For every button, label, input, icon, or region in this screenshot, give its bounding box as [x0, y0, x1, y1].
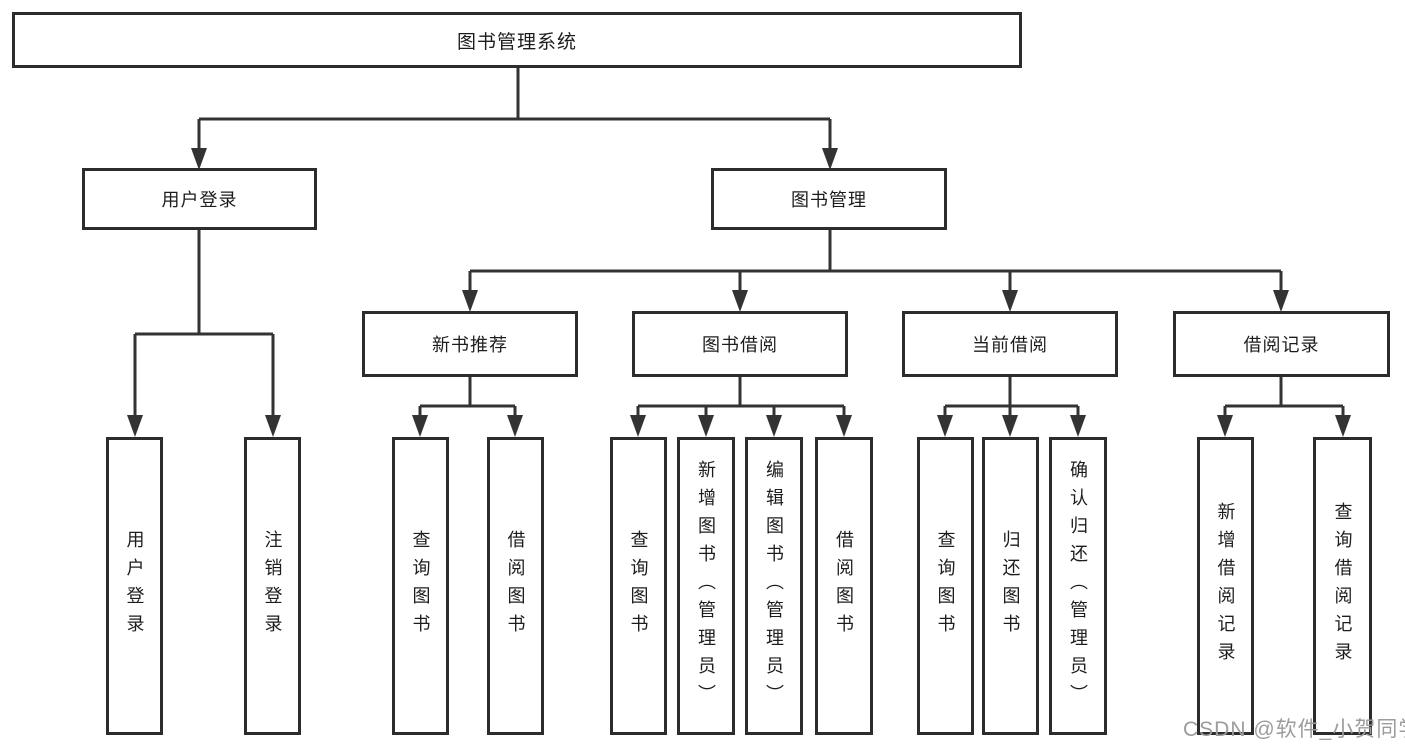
node-new-book-recommendation: 新书推荐	[362, 311, 578, 377]
leaf-query-borrow-record: 查询借阅记录	[1313, 437, 1372, 735]
leaf-query-books-recommend: 查询图书	[392, 437, 449, 735]
leaf-add-books-admin: 新增图书（管理员）	[677, 437, 735, 735]
leaf-borrow-books-recommend: 借阅图书	[487, 437, 544, 735]
node-book-management: 图书管理	[711, 168, 947, 230]
node-user-login: 用户登录	[82, 168, 317, 230]
leaf-user-login: 用户登录	[106, 437, 163, 735]
leaf-logout: 注销登录	[244, 437, 301, 735]
watermark: CSDN @软件_小贺同学	[1183, 718, 1405, 741]
node-library-management-system: 图书管理系统	[12, 12, 1022, 68]
leaf-edit-books-admin: 编辑图书（管理员）	[745, 437, 803, 735]
leaf-confirm-return-admin: 确认归还（管理员）	[1049, 437, 1107, 735]
node-book-borrowing: 图书借阅	[632, 311, 848, 377]
node-borrowing-records: 借阅记录	[1173, 311, 1390, 377]
leaf-query-books-current: 查询图书	[917, 437, 974, 735]
leaf-borrow-books: 借阅图书	[815, 437, 873, 735]
leaf-return-books: 归还图书	[982, 437, 1039, 735]
leaf-query-books-borrow: 查询图书	[610, 437, 667, 735]
leaf-add-borrow-record: 新增借阅记录	[1197, 437, 1254, 735]
node-current-borrowing: 当前借阅	[902, 311, 1118, 377]
